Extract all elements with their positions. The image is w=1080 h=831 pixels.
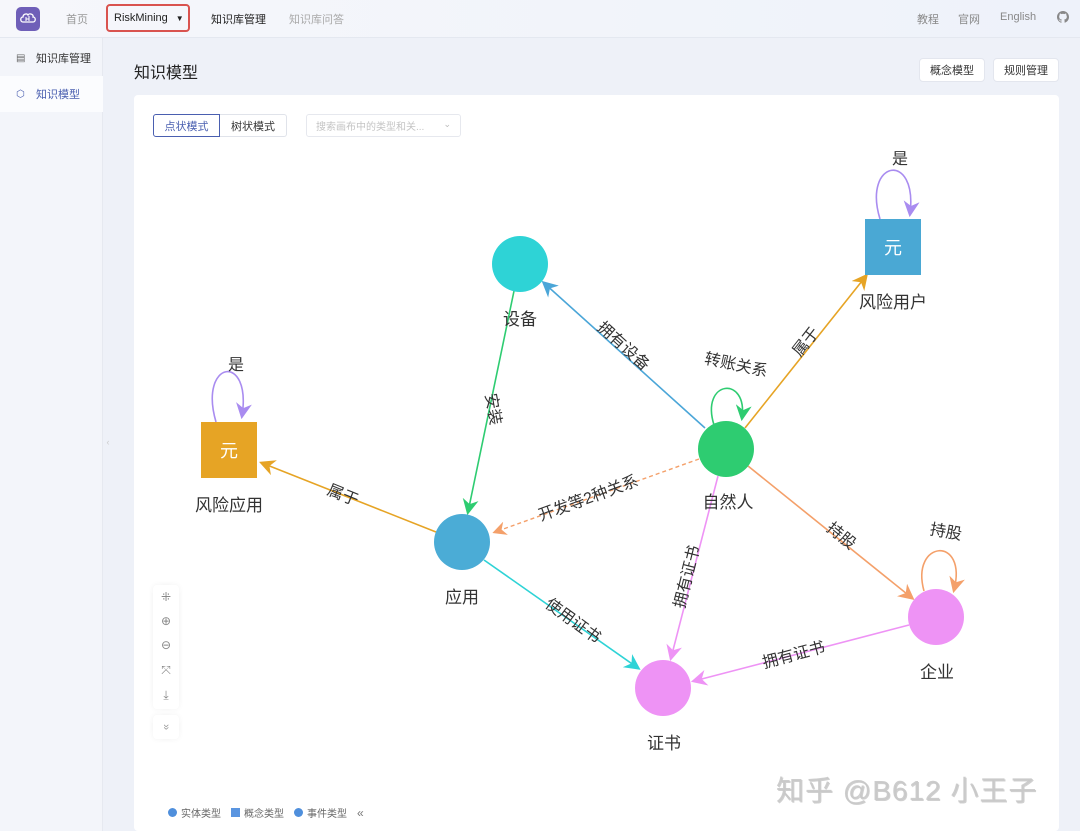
node-device[interactable] — [492, 236, 548, 292]
watermark: 知乎 @B612 小王子 — [776, 775, 1038, 806]
circle-icon — [168, 808, 177, 817]
legend: 实体类型 概念类型 事件类型 « — [168, 805, 364, 820]
legend-event[interactable]: 事件类型 — [294, 805, 347, 820]
node-label-device: 设备 — [503, 310, 537, 329]
canvas-toolbar: ⁜ ⊕ ⊖ ⤧ ⤓ — [153, 585, 179, 709]
square-icon — [231, 808, 240, 817]
edge-risk-user-self[interactable]: 是 — [875, 151, 920, 220]
node-label-person: 自然人 — [702, 493, 754, 512]
knowledge-base-selector[interactable]: RiskMining ▼ — [106, 4, 190, 32]
legend-label: 事件类型 — [307, 809, 347, 820]
nav-kb-qa-link[interactable]: 知识库问答 — [289, 14, 344, 26]
chevron-down-icon: ⌄ — [443, 119, 451, 129]
circle-icon — [294, 808, 303, 817]
sidebar: ▤ 知识库管理 ⬡ 知识模型 — [0, 38, 103, 831]
dot-mode-tab[interactable]: 点状模式 — [153, 114, 220, 137]
edge-label: 是 — [892, 151, 908, 168]
sidebar-item-kb-manage[interactable]: ▤ 知识库管理 — [0, 40, 103, 76]
rule-manage-button[interactable]: 规则管理 — [993, 58, 1059, 82]
legend-concept[interactable]: 概念类型 — [231, 805, 284, 820]
nav-website-link[interactable]: 官网 — [958, 14, 980, 26]
legend-collapse-icon[interactable]: « — [357, 805, 364, 820]
zoom-in-icon[interactable]: ⊕ — [160, 614, 172, 628]
node-cert[interactable] — [635, 660, 691, 716]
fullscreen-icon[interactable]: ⤧ — [161, 662, 171, 677]
node-label-risk-user: 风险用户 — [859, 293, 927, 312]
node-company[interactable] — [908, 589, 964, 645]
legend-label: 实体类型 — [181, 809, 221, 820]
canvas-search-select[interactable]: 搜索画布中的类型和关... ⌄ — [306, 114, 461, 137]
language-switch[interactable]: English — [1000, 11, 1037, 23]
github-icon[interactable] — [1057, 11, 1069, 26]
node-app[interactable] — [434, 514, 490, 570]
caret-down-icon: ▼ — [175, 13, 184, 23]
nav-kb-manage-link[interactable]: 知识库管理 — [211, 14, 266, 26]
search-placeholder: 搜索画布中的类型和关... — [316, 122, 425, 133]
node-label-cert: 证书 — [647, 734, 681, 753]
zoom-out-icon[interactable]: ⊖ — [160, 638, 172, 652]
edge-risk-app-self[interactable]: 是 — [211, 357, 252, 423]
graph-canvas[interactable] — [134, 95, 1059, 831]
edge-company-self[interactable]: 持股 — [921, 520, 965, 594]
sidebar-item-label: 知识库管理 — [36, 53, 91, 65]
view-mode-toggle: 点状模式 树状模式 — [153, 114, 287, 137]
download-icon[interactable]: ⤓ — [163, 687, 169, 702]
sidebar-item-knowledge-model[interactable]: ⬡ 知识模型 — [0, 76, 103, 112]
top-navbar: 首页 RiskMining ▼ 知识库管理 知识库问答 教程 官网 Englis… — [0, 0, 1080, 38]
database-icon: ▤ — [16, 52, 26, 64]
edge-device-app[interactable]: 安装 — [462, 290, 515, 516]
legend-label: 概念类型 — [244, 809, 284, 820]
node-person[interactable] — [698, 421, 754, 477]
cube-icon: ⬡ — [16, 88, 25, 100]
nav-home-link[interactable]: 首页 — [66, 14, 88, 26]
sidebar-item-label: 知识模型 — [36, 89, 80, 101]
legend-entity[interactable]: 实体类型 — [168, 805, 221, 820]
node-label-company: 企业 — [920, 663, 954, 682]
node-risk-user[interactable] — [865, 219, 921, 275]
sidebar-collapse-handle[interactable]: ‹ — [106, 437, 110, 447]
more-tools-chevron-icon[interactable]: » — [153, 715, 179, 739]
edge-label: 安装 — [481, 392, 504, 427]
knowledge-base-selector-value: RiskMining — [114, 12, 168, 24]
edge-label: 持股 — [929, 520, 964, 543]
edge-label: 是 — [228, 357, 244, 374]
fit-view-icon[interactable]: ⁜ — [160, 590, 172, 604]
nav-tutorial-link[interactable]: 教程 — [917, 14, 939, 26]
node-label-risk-app: 风险应用 — [195, 496, 263, 515]
concept-model-button[interactable]: 概念模型 — [919, 58, 985, 82]
page-title: 知识模型 — [134, 65, 199, 82]
node-label-app: 应用 — [445, 588, 479, 607]
node-risk-app[interactable] — [201, 422, 257, 478]
tree-mode-tab[interactable]: 树状模式 — [220, 114, 287, 137]
app-logo-icon[interactable] — [16, 7, 40, 31]
